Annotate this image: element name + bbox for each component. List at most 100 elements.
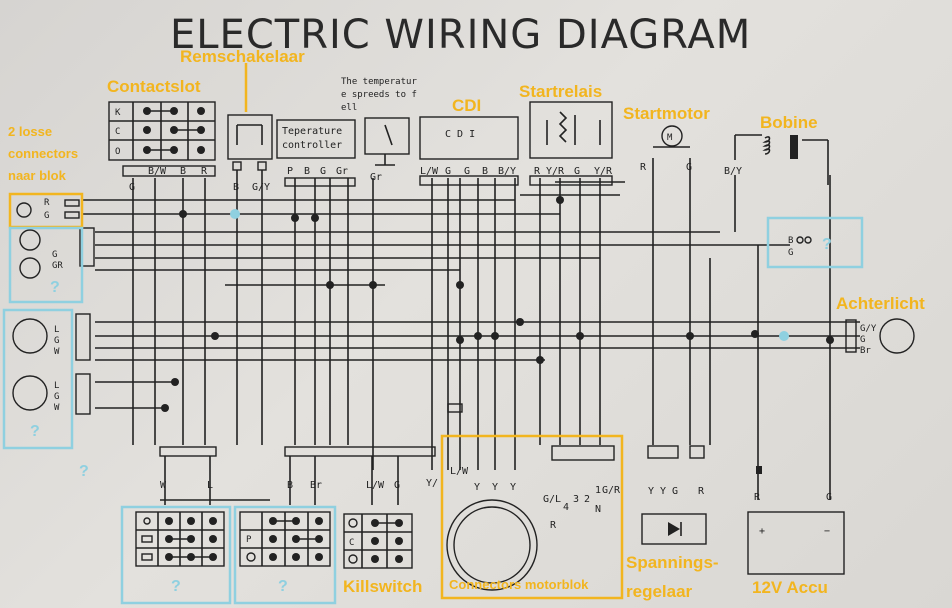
blue-highlights: [2, 216, 864, 605]
ignition-switch: KCO G B/W B R: [108, 101, 216, 193]
cdi-wire-label: B/Y: [498, 166, 516, 177]
temp-wire-label: B: [304, 166, 310, 177]
stator-wire-label: Y: [474, 482, 480, 493]
label-spanningsregelaar: Spannings-: [626, 553, 719, 572]
question-mark: ?: [50, 279, 60, 296]
label-cdi: CDI: [452, 96, 481, 115]
battery-minus: −: [824, 526, 830, 537]
label-remschakelaar: Remschakelaar: [180, 47, 305, 66]
stator-wire-label: Y: [510, 482, 516, 493]
temp-controller-label: controller: [282, 140, 342, 151]
relay-wire-label: G: [574, 166, 580, 177]
reg-wire-label: G: [672, 486, 678, 497]
bottom-connectors: W L B Br L/W G: [159, 403, 762, 505]
temp-note: ell: [341, 103, 357, 113]
battery-wire-label: G: [826, 492, 832, 503]
temp-sensor-wire: Gr: [370, 172, 382, 183]
ignition-coil: B/Y: [724, 134, 829, 185]
relay-wire-label: Y/R: [594, 166, 613, 177]
svg-text:M: M: [667, 133, 673, 143]
gear-wire-label: 1: [595, 485, 601, 496]
battery-plus: +: [759, 526, 765, 537]
temp-note: The temperatur: [341, 77, 417, 87]
label-losse-connectors: 2 losse: [8, 124, 52, 139]
gear-wire-label: G/R: [602, 485, 621, 496]
label-startmotor: Startmotor: [623, 104, 710, 123]
label-killswitch: Killswitch: [343, 577, 422, 596]
temp-controller-label: Teperature: [282, 126, 342, 137]
label-bobine: Bobine: [760, 113, 818, 132]
switch-grid-2: P: [239, 511, 331, 567]
question-mark: ?: [79, 463, 89, 480]
killswitch-grid: C: [343, 513, 413, 569]
svg-text:C: C: [349, 538, 354, 548]
relay-wire-label: Y/R: [546, 166, 565, 177]
cdi-wire-label: L/W: [420, 166, 439, 177]
reg-wire-label: Y: [660, 486, 666, 497]
unknown-markers: ? ? ? ? ? ?: [30, 236, 832, 595]
temp-wire-label: Gr: [336, 166, 348, 177]
label-startrelais: Startrelais: [519, 82, 602, 101]
starter-relay: R Y/R G Y/R: [529, 101, 613, 186]
ignition-wire-label: G: [129, 182, 135, 193]
lamp-label: G: [54, 336, 59, 346]
brake-wire-label: G/Y: [252, 182, 270, 193]
brake-wire-label: B: [233, 182, 239, 193]
gear-wire-label: 3: [573, 494, 579, 505]
label-spanningsregelaar: regelaar: [626, 582, 693, 601]
switch-grid-1: [135, 511, 225, 567]
left-connectors: R G G GR: [16, 198, 95, 279]
diagram-title: ELECTRIC WIRING DIAGRAM: [170, 12, 751, 58]
temperature-controller: Teperature controller P B G Gr: [276, 119, 356, 187]
vertical-wires: [132, 158, 831, 500]
taillight-label: Br: [860, 346, 871, 356]
regulator: Y Y G R: [641, 486, 707, 545]
svg-text:O: O: [115, 147, 120, 157]
conn-label: G: [44, 211, 49, 221]
svg-text:G: G: [788, 248, 793, 258]
cdi-wire-label: G: [445, 166, 451, 177]
label-losse-connectors: naar blok: [8, 168, 67, 183]
junction-dots: [161, 196, 834, 412]
coil-wire-label: B/Y: [724, 166, 742, 177]
right-small-switch: B G: [788, 236, 812, 258]
bottom-wire-label: W: [160, 480, 167, 491]
lamp-label: W: [54, 347, 60, 357]
gear-wire-label: N: [595, 504, 601, 515]
brake-switch: B G/Y: [227, 114, 273, 219]
cdi-wire-label: G: [464, 166, 470, 177]
reg-wire-label: R: [698, 486, 705, 497]
gear-wire-label: G/L: [543, 494, 561, 505]
conn-label: GR: [52, 261, 63, 271]
temp-note: e spreeds to f: [341, 90, 417, 100]
question-mark: ?: [822, 236, 832, 253]
left-lamps: L G W L G W: [12, 313, 91, 415]
kill-wire-label: G: [394, 480, 400, 491]
conn-label: R: [44, 198, 50, 208]
svg-text:C: C: [115, 127, 120, 137]
svg-text:B: B: [788, 236, 793, 246]
motor-wire-label: G: [686, 162, 692, 173]
cdi-wire-label: B: [482, 166, 488, 177]
gear-wire-label: 2: [584, 494, 590, 505]
taillight-label: G: [860, 335, 865, 345]
label-accu: 12V Accu: [752, 578, 828, 597]
starter-motor: M R G: [640, 125, 692, 173]
temperature-sensor: The temperatur e spreeds to f ell Gr: [341, 77, 417, 183]
annotation-labels: Remschakelaar Contactslot CDI Startrelai…: [8, 47, 925, 601]
bus-wires: [82, 181, 860, 409]
label-losse-connectors: connectors: [8, 146, 78, 161]
stator-wire-label: Y/: [426, 478, 438, 489]
question-mark: ?: [171, 578, 181, 595]
ignition-wire-label: B/W: [148, 166, 167, 177]
svg-text:P: P: [246, 535, 252, 545]
reg-wire-label: Y: [648, 486, 654, 497]
temp-wire-label: P: [287, 166, 293, 177]
stator-wire-label: L/W: [450, 466, 469, 477]
lamp-label: L: [54, 381, 59, 391]
temp-wire-label: G: [320, 166, 326, 177]
question-mark: ?: [30, 423, 40, 440]
lamp-label: G: [54, 392, 59, 402]
relay-wire-label: R: [534, 166, 541, 177]
